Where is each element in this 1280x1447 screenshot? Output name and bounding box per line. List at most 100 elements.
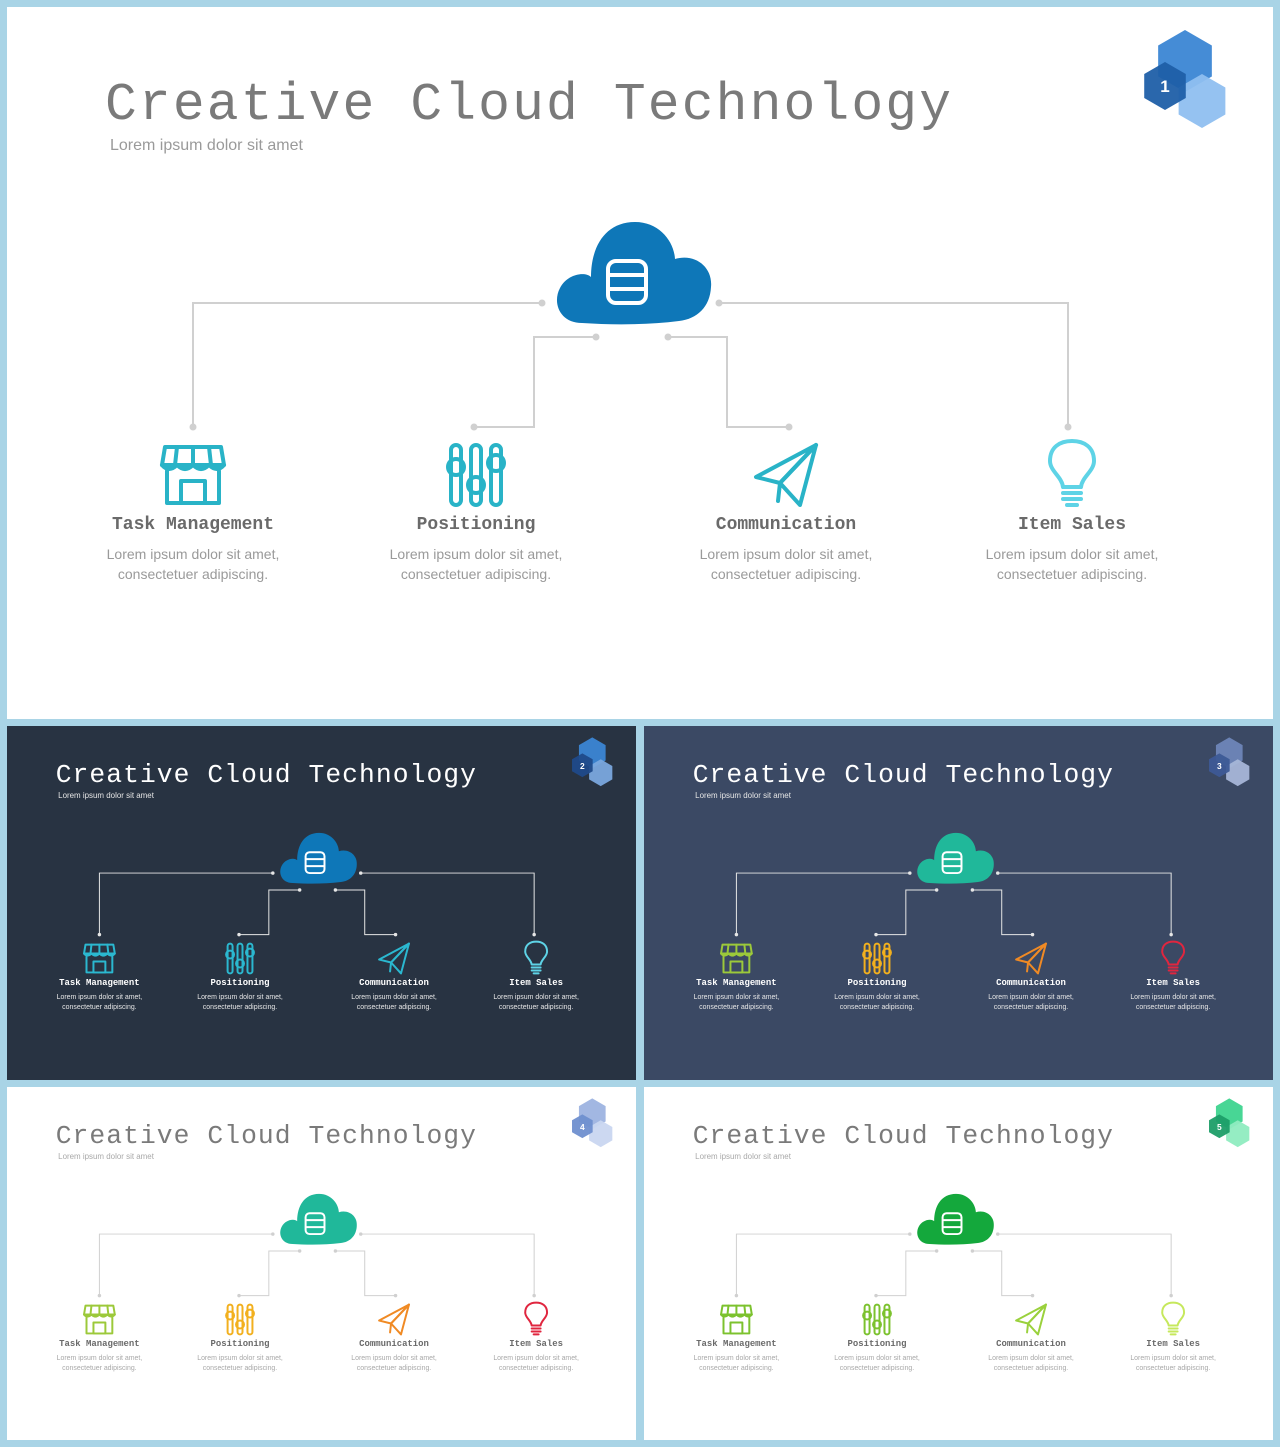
slide-title: Creative Cloud Technology	[692, 759, 1115, 790]
paper-plane-icon	[378, 1303, 410, 1336]
connector-lines	[735, 872, 1172, 936]
slide-artwork	[720, 1098, 1250, 1336]
item-description: Lorem ipsum dolor sit amet, consectetuer …	[351, 1354, 437, 1373]
item-description-line: consectetuer adipiscing.	[1135, 1004, 1211, 1012]
item-description-line: Lorem ipsum dolor sit amet,	[197, 994, 283, 1002]
item-title: Item Sales	[509, 1339, 563, 1350]
item-title: Task Management	[111, 515, 275, 535]
paper-plane-icon	[378, 942, 410, 975]
slide-subtitle: Lorem ipsum dolor sit amet	[695, 790, 791, 800]
item-title: Communication	[996, 1339, 1066, 1350]
item-description-line: consectetuer adipiscing.	[839, 1365, 915, 1373]
item-description-line: Lorem ipsum dolor sit amet,	[693, 1355, 780, 1363]
item-title: Positioning	[847, 1339, 907, 1350]
item-description-line: Lorem ipsum dolor sit amet,	[988, 994, 1074, 1002]
slide-subtitle: Lorem ipsum dolor sit amet	[58, 1151, 154, 1161]
sliders-icon	[446, 443, 506, 507]
paper-plane-icon	[1015, 942, 1047, 975]
item-description-line: Lorem ipsum dolor sit amet,	[699, 546, 873, 562]
connector-lines	[735, 1233, 1172, 1297]
badge-number: 4	[579, 1121, 585, 1132]
item-title: Item Sales	[1146, 1339, 1200, 1350]
item-description-line: consectetuer adipiscing.	[117, 565, 269, 582]
item-title: Item Sales	[1146, 978, 1200, 989]
item-description: Lorem ipsum dolor sit amet, consectetuer …	[390, 545, 563, 584]
item-description: Lorem ipsum dolor sit amet,consectetuer …	[493, 993, 579, 1012]
item-description-line: Lorem ipsum dolor sit amet,	[351, 1355, 437, 1363]
item-description-line: consectetuer adipiscing.	[356, 1365, 432, 1373]
item-title: Task Management	[696, 1339, 777, 1350]
connector-dots	[189, 299, 1072, 431]
item-description: Lorem ipsum dolor sit amet,consectetuer …	[1130, 1354, 1216, 1373]
item-description-line: consectetuer adipiscing.	[202, 1365, 278, 1373]
item-description-line: Lorem ipsum dolor sit amet,	[389, 546, 563, 562]
item-description: Lorem ipsum dolor sit amet, consectetuer …	[988, 993, 1074, 1012]
item-description: Lorem ipsum dolor sit amet,consectetuer …	[700, 545, 873, 584]
sliders-icon	[862, 942, 892, 975]
item-description-line: consectetuer adipiscing.	[993, 1004, 1069, 1012]
item-description-line: Lorem ipsum dolor sit amet,	[693, 994, 780, 1002]
connector-lines	[98, 872, 535, 936]
item-title: Positioning	[847, 978, 907, 989]
lightbulb-icon	[524, 940, 549, 975]
hexagon-badge	[1209, 737, 1250, 787]
item-description-line: consectetuer adipiscing.	[839, 1004, 915, 1012]
store-icon	[83, 943, 116, 974]
item-description-line: Lorem ipsum dolor sit amet,	[834, 994, 920, 1002]
store-icon	[720, 1304, 753, 1335]
item-description-line: Lorem ipsum dolor sit amet,	[351, 994, 437, 1002]
item-description-line: Lorem ipsum dolor sit amet,	[106, 546, 280, 562]
slide-artwork	[83, 1098, 613, 1336]
cloud-icon	[280, 832, 357, 884]
item-description: Lorem ipsum dolor sit amet, consectetuer …	[493, 1354, 579, 1373]
item-title: Communication	[359, 978, 429, 989]
slide-subtitle: Lorem ipsum dolor sit amet	[695, 1151, 791, 1161]
item-description-line: Lorem ipsum dolor sit amet,	[56, 1355, 143, 1363]
item-description-line: consectetuer adipiscing.	[62, 1365, 137, 1373]
cloud-icon	[280, 1193, 357, 1245]
item-description-line: Lorem ipsum dolor sit amet,	[493, 994, 579, 1002]
item-description-line: consectetuer adipiscing.	[996, 565, 1148, 582]
item-description-line: consectetuer adipiscing.	[699, 1365, 774, 1373]
lightbulb-icon	[1161, 1301, 1186, 1336]
item-description-line: consectetuer adipiscing.	[400, 565, 552, 582]
hexagon-badge	[572, 1098, 613, 1148]
sliders-icon	[862, 1303, 892, 1336]
paper-plane-icon	[754, 443, 818, 507]
item-title: Task Management	[59, 1339, 140, 1350]
slide-title: Creative Cloud Technology	[55, 759, 478, 790]
item-title: Positioning	[210, 978, 270, 989]
connector-dots	[97, 1232, 536, 1298]
item-description-line: Lorem ipsum dolor sit amet,	[197, 1355, 283, 1363]
database-icon	[304, 851, 326, 875]
item-description-line: consectetuer adipiscing.	[498, 1365, 574, 1373]
database-icon	[941, 1212, 963, 1236]
slide-title: Creative Cloud Technology	[105, 75, 954, 135]
badge-number: 5	[1216, 1121, 1222, 1132]
connector-dots	[97, 871, 536, 937]
connector-dots	[734, 871, 1173, 937]
store-icon	[160, 445, 226, 505]
database-icon	[304, 1212, 326, 1236]
connector-dots	[734, 1232, 1173, 1298]
item-description-line: consectetuer adipiscing.	[202, 1004, 278, 1012]
item-description: Lorem ipsum dolor sit amet,consectetuer …	[1130, 993, 1216, 1012]
lightbulb-icon	[1161, 940, 1186, 975]
item-description: Lorem ipsum dolor sit amet,consectetuer …	[834, 1354, 920, 1373]
item-description-line: Lorem ipsum dolor sit amet,	[493, 1355, 579, 1363]
slide-subtitle: Lorem ipsum dolor sit amet	[58, 790, 154, 800]
item-description-line: Lorem ipsum dolor sit amet,	[1130, 1355, 1216, 1363]
badge-number: 1	[1160, 77, 1170, 96]
item-title: Communication	[359, 1339, 429, 1350]
item-title: Task Management	[696, 978, 777, 989]
item-description: Lorem ipsum dolor sit amet, consectetuer …	[197, 993, 283, 1012]
slide-title: Creative Cloud Technology	[55, 1120, 478, 1151]
lightbulb-icon	[1048, 439, 1096, 507]
item-description: Lorem ipsum dolor sit amet, consectetuer …	[694, 1354, 780, 1373]
item-description: Lorem ipsum dolor sit amet, consectetuer …	[57, 1354, 143, 1373]
slide-title: Creative Cloud Technology	[692, 1120, 1115, 1151]
